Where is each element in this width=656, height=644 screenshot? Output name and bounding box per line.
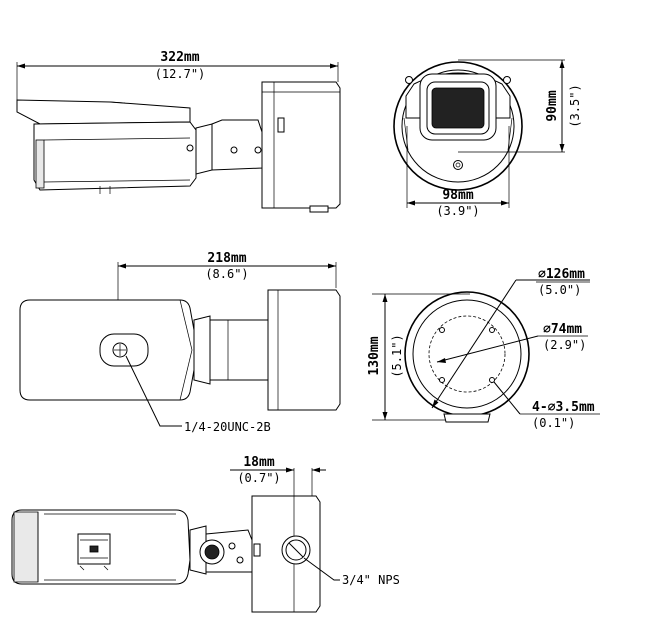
dim-322-in: (12.7")	[155, 67, 206, 81]
dim-126-mm: ∅126mm	[538, 267, 585, 282]
bottom-view: 218mm (8.6") 1/4-20UNC-2B	[19, 251, 341, 434]
dim-218-in: (8.6")	[205, 267, 248, 281]
dim-74-mm: ∅74mm	[543, 322, 582, 337]
dim-98-in: (3.9")	[436, 204, 479, 218]
dim-holes-mm: 4-∅3.5mm	[532, 400, 595, 415]
junction-box	[261, 81, 341, 209]
side-view: 322mm (12.7")	[16, 50, 341, 213]
camera-body	[33, 121, 197, 191]
conduit-thread-callout: 3/4" NPS	[342, 573, 400, 587]
tripod-thread-callout: 1/4-20UNC-2B	[184, 420, 271, 434]
dim-holes-in: (0.1")	[532, 416, 575, 430]
mount-hole	[489, 327, 495, 333]
dim-18-mm: 18mm	[243, 455, 274, 470]
dim-130-mm: 130mm	[367, 336, 382, 375]
dim-130-in: (5.1")	[390, 334, 404, 377]
mount-hole	[489, 377, 495, 383]
front-mount-circle	[393, 61, 523, 191]
dim-90-mm: 90mm	[545, 90, 560, 121]
lens-window	[431, 87, 485, 129]
dim-90-in: (3.5")	[568, 84, 582, 127]
dim-74-in: (2.9")	[543, 338, 586, 352]
sun-shield	[16, 99, 191, 125]
mount-hole	[439, 327, 445, 333]
dim-322-mm: 322mm	[160, 50, 199, 65]
dim-18-in: (0.7")	[237, 471, 280, 485]
front-view: 90mm (3.5") 98mm (3.9")	[393, 59, 582, 218]
mount-base-view: 130mm (5.1") ∅126mm (5.0") ∅74mm (2.9") …	[367, 267, 600, 430]
dim-218-mm: 218mm	[207, 251, 246, 266]
top-view: 18mm (0.7") 3/4" NPS	[11, 455, 400, 613]
dim-98-mm: 98mm	[442, 188, 473, 203]
hole-pattern-circle	[428, 315, 506, 393]
dim-126-in: (5.0")	[538, 283, 581, 297]
mount-hole	[439, 377, 445, 383]
